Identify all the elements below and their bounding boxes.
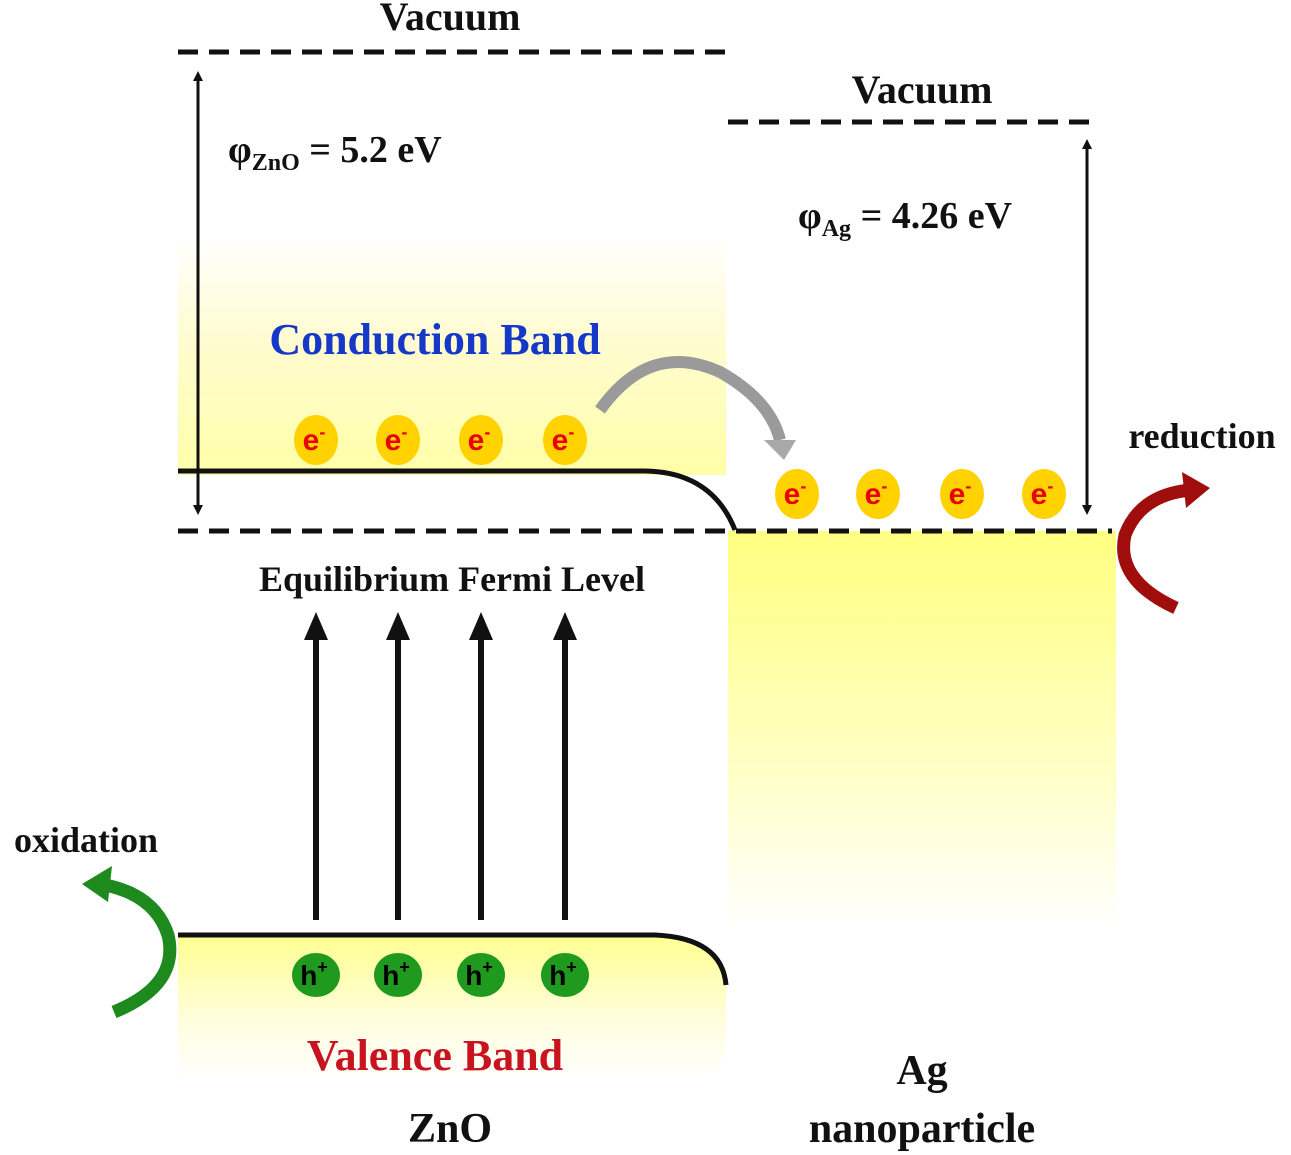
hole-circle xyxy=(541,953,589,997)
left-vacuum-label: Vacuum xyxy=(380,0,521,39)
electron-circle xyxy=(543,415,587,465)
oxidation-arrowhead xyxy=(82,866,112,902)
ag-work-function-label: φAg = 4.26 eV xyxy=(798,195,1013,242)
hole-circle xyxy=(374,953,422,997)
conduction-band-region xyxy=(178,235,726,475)
excitation-arrowhead xyxy=(553,612,577,640)
right-vacuum-label: Vacuum xyxy=(852,67,993,112)
electron: e- xyxy=(775,469,819,519)
electron-symbol: e- xyxy=(385,422,408,457)
phi-subscript: ZnO xyxy=(252,150,300,176)
electron-circle xyxy=(376,415,420,465)
nanoparticle-label: nanoparticle xyxy=(809,1106,1035,1152)
excitation-arrowhead xyxy=(386,612,410,640)
excitation-arrowhead xyxy=(304,612,328,640)
conduction-band-label: Conduction Band xyxy=(269,315,600,364)
hole: h+ xyxy=(457,953,505,997)
hole-circle xyxy=(292,953,340,997)
electron-circle xyxy=(459,415,503,465)
hole: h+ xyxy=(541,953,589,997)
reduction-arrow xyxy=(1117,483,1191,614)
electron: e- xyxy=(940,469,984,519)
hole-symbol: h+ xyxy=(382,957,410,991)
conduction-band-edge xyxy=(178,468,738,531)
electron-transfer-arrowhead xyxy=(764,440,796,460)
hole-symbol: h+ xyxy=(300,957,328,991)
hole: h+ xyxy=(292,953,340,997)
electron: e- xyxy=(376,415,420,465)
hole-symbol: h+ xyxy=(465,957,493,991)
electron-symbol: e- xyxy=(784,476,807,511)
photoexcitation-arrows xyxy=(304,612,577,920)
electron-symbol: e- xyxy=(865,476,888,511)
conduction-band-electrons: e-e-e-e- xyxy=(294,415,587,465)
electron-circle xyxy=(775,469,819,519)
electron-circle xyxy=(1022,469,1066,519)
phi-value: = 4.26 eV xyxy=(851,195,1013,237)
electron: e- xyxy=(543,415,587,465)
hole: h+ xyxy=(374,953,422,997)
reduction-label: reduction xyxy=(1128,416,1275,456)
znO-work-function-label: φZnO = 5.2 eV xyxy=(228,129,442,176)
electron: e- xyxy=(294,415,338,465)
electron: e- xyxy=(1022,469,1066,519)
ag-fermi-sea-region xyxy=(728,531,1116,931)
hole-symbol: h+ xyxy=(549,957,577,991)
valence-band-edge xyxy=(178,932,729,986)
oxidation-arrow xyxy=(103,878,177,1019)
phi-value: = 5.2 eV xyxy=(300,129,443,171)
phi-symbol: φ xyxy=(228,129,252,171)
ag-label: Ag xyxy=(896,1048,947,1094)
valence-band-label: Valence Band xyxy=(307,1031,563,1080)
electron-circle xyxy=(940,469,984,519)
hole-circle xyxy=(457,953,505,997)
electron-symbol: e- xyxy=(552,422,575,457)
electron-symbol: e- xyxy=(468,422,491,457)
electron-symbol: e- xyxy=(1031,476,1054,511)
electron-symbol: e- xyxy=(949,476,972,511)
electron-transfer-arrow xyxy=(595,355,786,442)
electron: e- xyxy=(459,415,503,465)
reduction-arrowhead xyxy=(1182,472,1210,508)
electron: e- xyxy=(856,469,900,519)
electron-circle xyxy=(856,469,900,519)
electron-symbol: e- xyxy=(303,422,326,457)
electron-circle xyxy=(294,415,338,465)
zno-label: ZnO xyxy=(408,1106,492,1152)
ag-electrons: e-e-e-e- xyxy=(775,469,1066,519)
oxidation-label: oxidation xyxy=(14,820,158,860)
excitation-arrowhead xyxy=(469,612,493,640)
valence-band-holes: h+ h+ h+ h+ xyxy=(292,953,589,997)
fermi-level-label: Equilibrium Fermi Level xyxy=(259,559,645,599)
phi-symbol: φ xyxy=(798,195,822,237)
phi-subscript: Ag xyxy=(822,216,851,242)
